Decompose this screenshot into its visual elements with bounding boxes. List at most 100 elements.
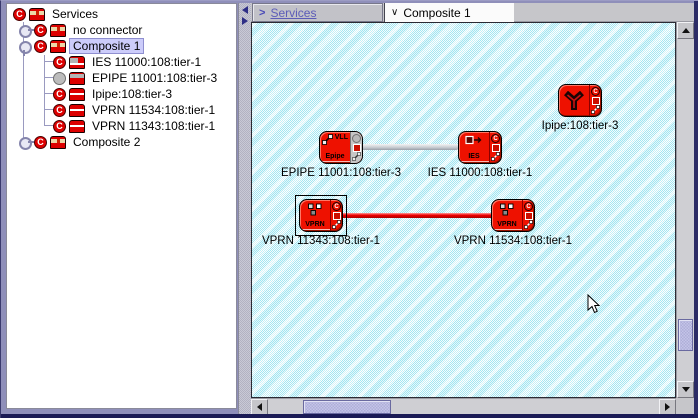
node-type-text: VPRN <box>492 221 522 230</box>
link-icon <box>322 134 333 145</box>
vertical-scrollbar[interactable] <box>676 22 694 398</box>
tree-item-epipe-11001[interactable]: EPIPE 11001:108:tier-3 <box>7 70 236 86</box>
window-bottom-border <box>1 414 698 418</box>
node-badge-column <box>589 85 601 116</box>
node-type-text: VLL <box>334 134 348 141</box>
node-type-text: VPRN <box>300 221 330 230</box>
service-status-icon <box>53 87 66 101</box>
ipipe-glyph <box>559 85 589 116</box>
edge-epipe-to-ies[interactable] <box>362 144 458 150</box>
network-cluster-icon <box>500 203 514 216</box>
scrollbar-corner <box>676 398 694 415</box>
tree-item-label: Services <box>52 7 99 21</box>
tree-item-vprn-11343[interactable]: VPRN 11343:108:tier-1 <box>7 118 236 134</box>
pipe-wye-icon <box>564 90 584 110</box>
node-type-text: IES <box>459 153 489 162</box>
node-badge-column <box>522 200 534 231</box>
scroll-left-icon <box>257 403 262 411</box>
node-label-vprn-11534: VPRN 11534:108:tier-1 <box>453 235 573 247</box>
composite-status-icon <box>34 39 47 53</box>
node-label-vprn-11343: VPRN 11343:108:tier-1 <box>261 235 381 247</box>
tab-composite-1[interactable]: ∨ Composite 1 <box>384 3 514 22</box>
epipe-service-icon <box>69 71 85 85</box>
square-mini-icon <box>332 211 341 220</box>
topology-canvas[interactable]: Ipipe:108:tier-3 VLL Epipe <box>251 22 676 398</box>
tree-item-label: EPIPE 11001:108:tier-3 <box>92 71 218 85</box>
node-label-ipipe: Ipipe:108:tier-3 <box>541 120 619 132</box>
node-epipe[interactable]: VLL Epipe <box>319 131 363 164</box>
node-label-epipe: EPIPE 11001:108:tier-3 <box>281 167 401 179</box>
horizontal-scrollbar-thumb[interactable] <box>303 400 391 414</box>
vprn-service-icon <box>69 119 85 133</box>
selection-rectangle <box>295 195 347 236</box>
tree-item-composite-2[interactable]: Composite 2 <box>7 134 236 150</box>
scroll-up-button[interactable] <box>677 22 694 39</box>
services-tree-panel: Services no connector Composite 1 IES 11… <box>6 3 237 409</box>
composite-service-icon <box>50 23 66 37</box>
expand-handle-icon[interactable] <box>17 134 34 150</box>
node-ipipe[interactable] <box>558 84 602 117</box>
ies-glyph: IES <box>459 132 489 163</box>
scroll-right-button[interactable] <box>659 399 676 415</box>
tree-item-label: Ipipe:108:tier-3 <box>92 87 173 101</box>
tree-item-composite-1[interactable]: Composite 1 <box>7 38 236 56</box>
scroll-up-icon <box>681 28 690 33</box>
link-mini-icon <box>524 220 533 229</box>
splitter-collapse-left-icon[interactable] <box>242 6 248 14</box>
splitter-expand-right-icon[interactable] <box>242 17 248 25</box>
vprn-glyph: VPRN <box>300 200 330 231</box>
expand-handle-icon[interactable] <box>17 22 34 38</box>
node-label-ies: IES 11000:108:tier-1 <box>427 167 533 179</box>
c-status-mini-icon <box>591 87 600 96</box>
window-right-border <box>694 1 698 418</box>
edge-vprn-to-vprn[interactable] <box>342 213 491 218</box>
breadcrumb-tabbar: > Services ∨ Composite 1 <box>251 3 695 22</box>
network-cluster-icon <box>308 203 322 216</box>
collapse-handle-icon[interactable] <box>17 38 34 56</box>
tree-item-ipipe[interactable]: Ipipe:108:tier-3 <box>7 86 236 102</box>
topology-panel: > Services ∨ Composite 1 <box>251 3 695 415</box>
vprn-glyph: VPRN <box>492 200 522 231</box>
scroll-down-icon <box>681 387 690 392</box>
tree-item-label: VPRN 11343:108:tier-1 <box>92 119 216 133</box>
scroll-left-button[interactable] <box>251 399 268 415</box>
scroll-right-icon <box>665 403 670 411</box>
service-status-icon <box>53 55 66 69</box>
tree-item-ies-11000[interactable]: IES 11000:108:tier-1 <box>7 54 236 70</box>
node-ies[interactable]: IES <box>458 131 502 164</box>
chevron-down-icon: ∨ <box>391 7 399 18</box>
node-badge-column <box>489 132 501 163</box>
access-arrow-icon <box>465 135 482 145</box>
tab-label: Services <box>270 5 317 20</box>
link-mini-icon <box>332 220 341 229</box>
service-status-icon <box>53 119 66 133</box>
tree-item-services[interactable]: Services <box>7 6 236 22</box>
services-tree: Services no connector Composite 1 IES 11… <box>7 4 236 150</box>
scroll-down-button[interactable] <box>677 381 694 398</box>
node-vprn-11343[interactable]: VPRN <box>299 199 343 232</box>
square-mini-icon <box>491 143 500 152</box>
c-status-mini-icon <box>491 134 500 143</box>
mouse-cursor <box>587 294 600 314</box>
ipipe-service-icon <box>69 87 85 101</box>
square-mini-icon <box>524 211 533 220</box>
vertical-scrollbar-thumb[interactable] <box>678 319 693 351</box>
ies-service-icon <box>69 55 85 69</box>
tree-item-no-connector[interactable]: no connector <box>7 22 236 38</box>
square-mini-icon <box>352 143 361 152</box>
node-vprn-11534[interactable]: VPRN <box>491 199 535 232</box>
horizontal-scrollbar[interactable] <box>251 398 676 415</box>
service-status-icon <box>53 103 66 117</box>
square-mini-icon <box>591 96 600 105</box>
panel-splitter[interactable] <box>238 3 251 415</box>
tree-item-label: Composite 1 <box>68 38 145 54</box>
c-status-mini-icon <box>524 202 533 211</box>
tab-label: Composite 1 <box>403 5 471 20</box>
composite-status-icon <box>34 135 47 149</box>
tab-services[interactable]: > Services <box>252 3 383 22</box>
tree-item-vprn-11534[interactable]: VPRN 11534:108:tier-1 <box>7 102 236 118</box>
tree-item-label: VPRN 11534:108:tier-1 <box>92 103 216 117</box>
tree-item-label: Composite 2 <box>73 135 141 149</box>
composite-service-icon <box>29 7 45 21</box>
link-mini-icon <box>491 152 500 161</box>
